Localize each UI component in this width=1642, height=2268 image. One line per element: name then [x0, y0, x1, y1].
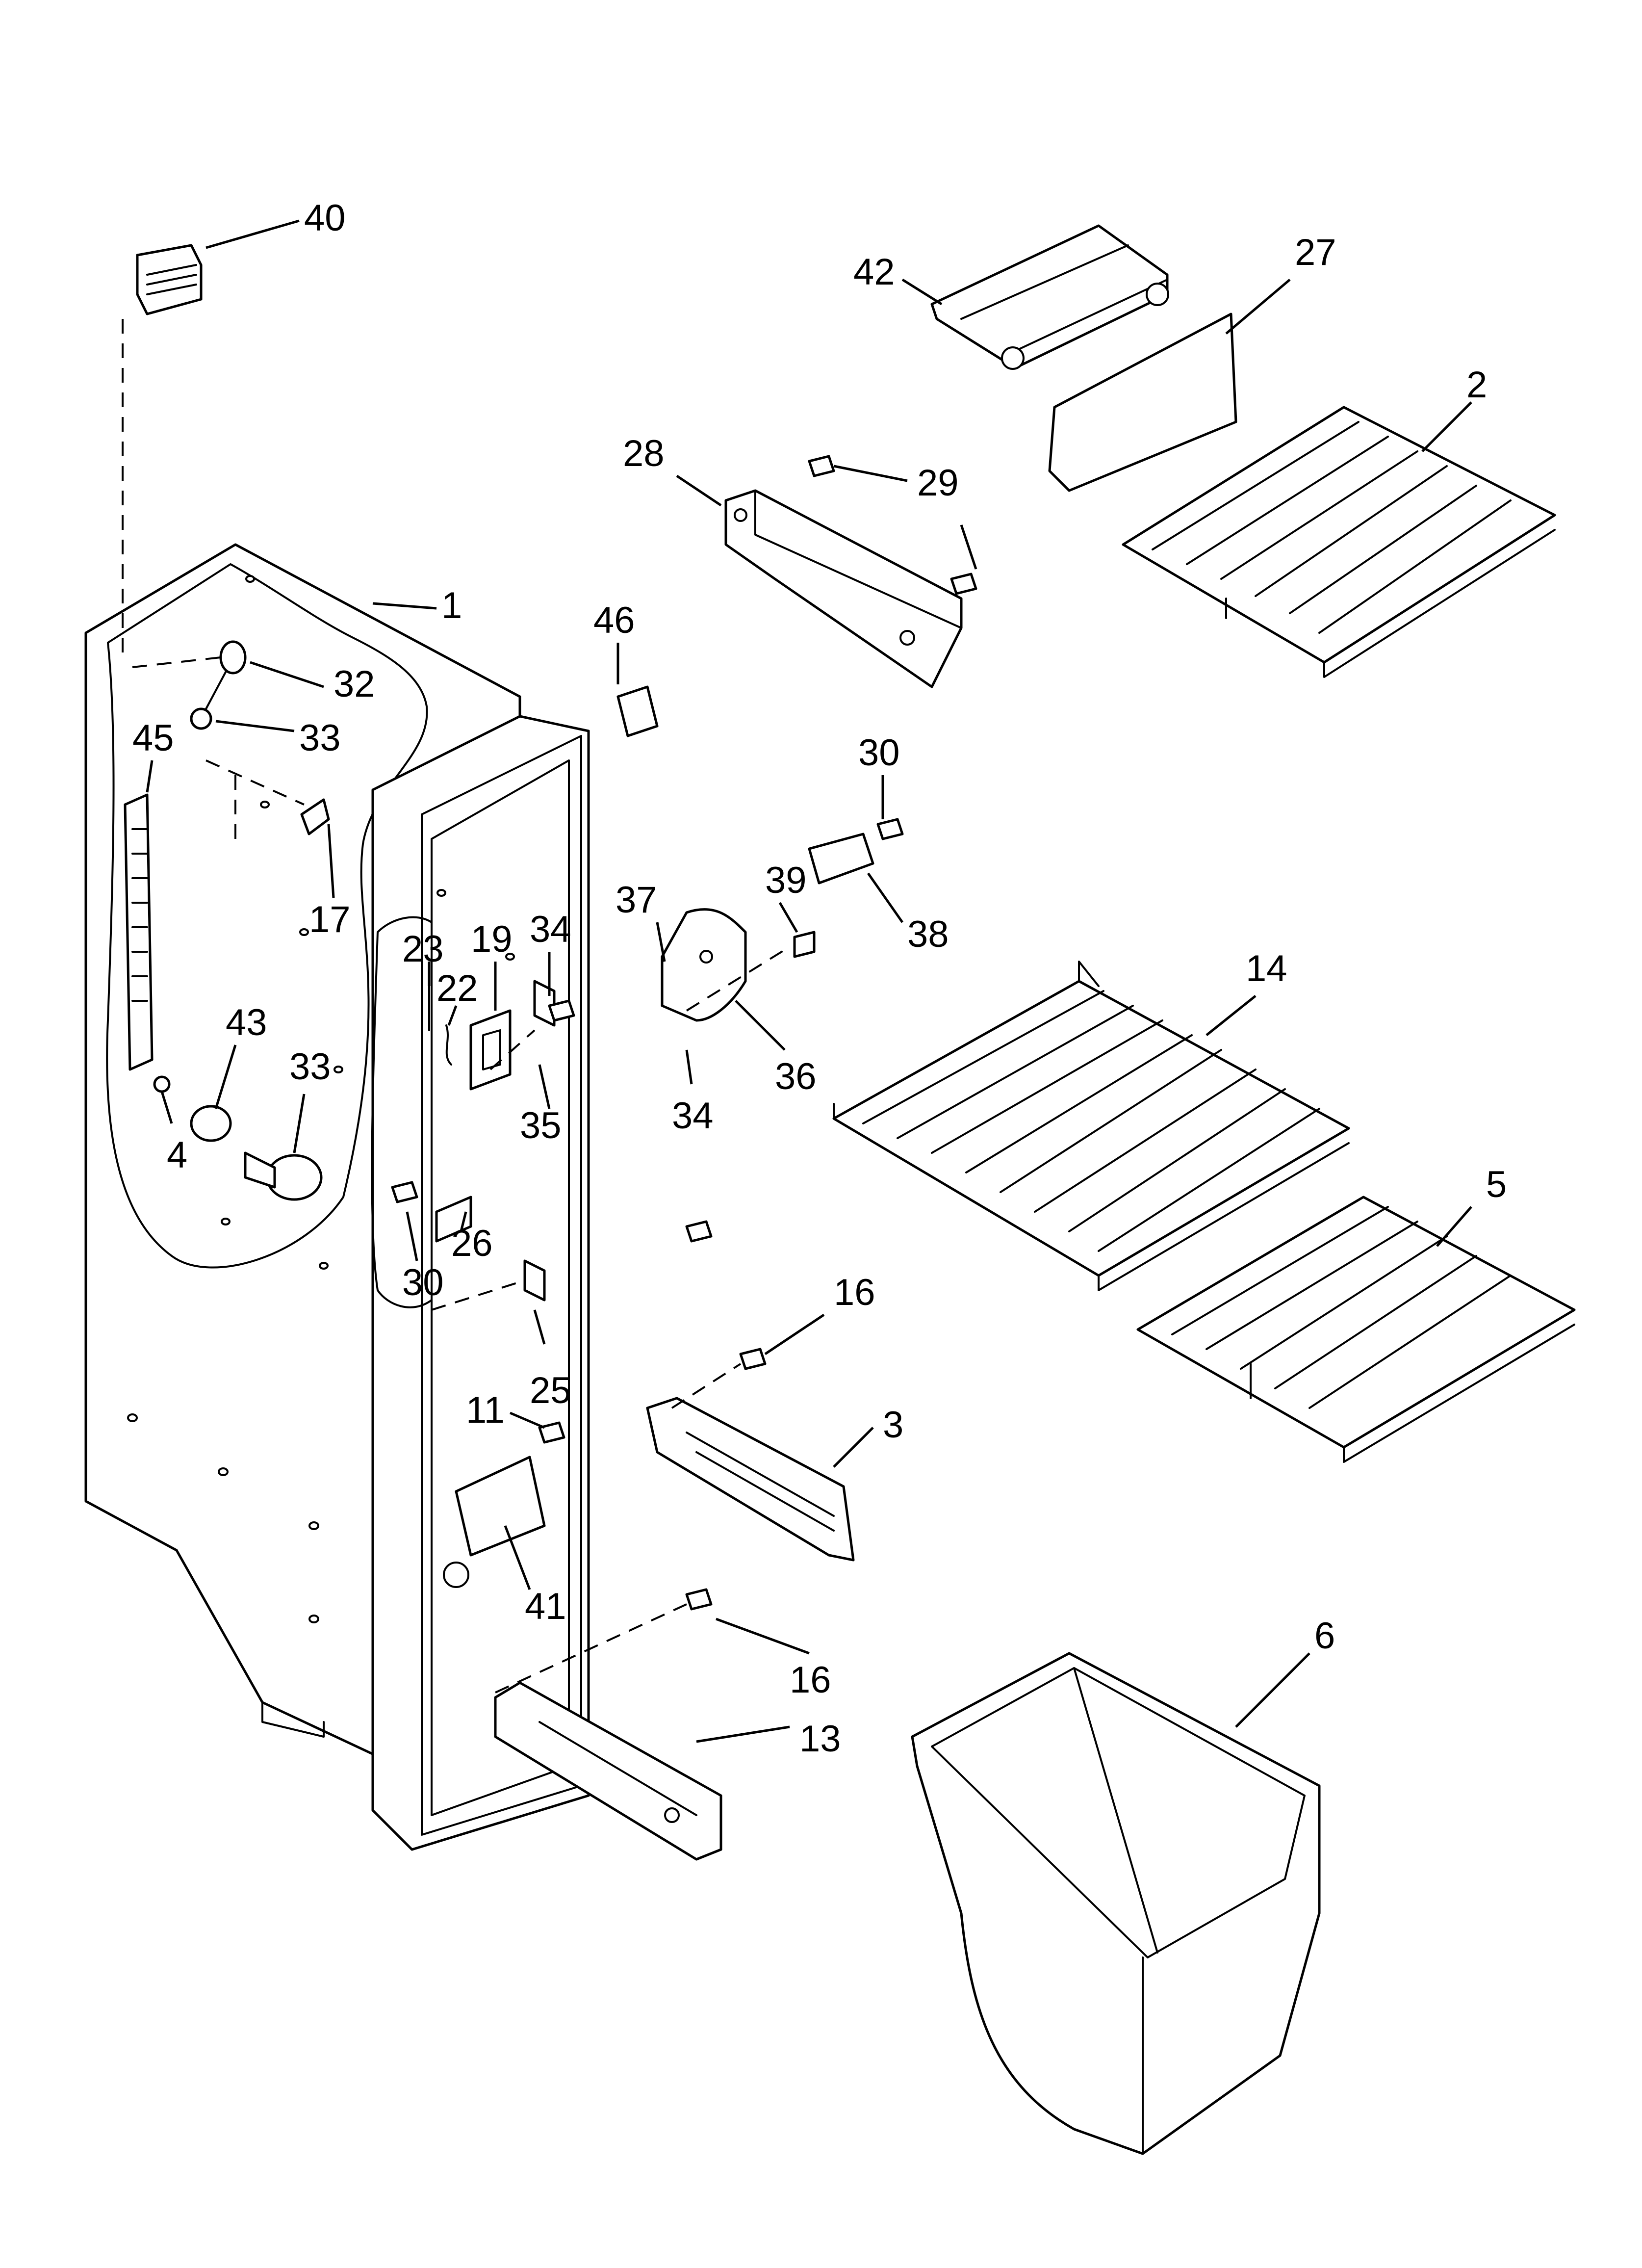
part-43-light-socket [153, 1075, 323, 1201]
callout-14: 14 [1246, 948, 1287, 990]
callout-3: 3 [883, 1404, 903, 1446]
callout-36: 36 [775, 1056, 817, 1097]
callout-42: 42 [853, 251, 895, 293]
callout-35: 35 [520, 1105, 562, 1147]
callout-38: 38 [907, 913, 949, 955]
callout-19: 19 [471, 918, 513, 960]
part-13-bracket [494, 1681, 722, 1861]
callout-37: 37 [616, 879, 657, 921]
part-32-socket [190, 640, 247, 730]
callout-2: 2 [1466, 364, 1487, 406]
callout-43: 43 [226, 1002, 267, 1043]
part-40-vent [136, 244, 203, 315]
screws [391, 455, 977, 1611]
part-14-shelf [832, 961, 1350, 1291]
callout-34-lower: 34 [672, 1095, 714, 1137]
callout-labels: 40 42 27 2 28 29 1 46 32 33 45 30 17 19 … [132, 197, 1507, 1760]
callout-17: 17 [309, 899, 351, 940]
callout-13: 13 [799, 1718, 841, 1760]
callout-34-upper: 34 [530, 909, 571, 950]
callout-6: 6 [1314, 1615, 1335, 1657]
callout-16-lower: 16 [790, 1659, 831, 1701]
callout-33-lower: 33 [289, 1046, 331, 1088]
part-17-clip [300, 798, 330, 835]
callout-4: 4 [167, 1134, 187, 1176]
part-5-shelf [1136, 1196, 1576, 1463]
callout-26: 26 [451, 1223, 493, 1264]
callout-41: 41 [525, 1586, 566, 1627]
control-parts [428, 980, 556, 1588]
callout-23: 23 [402, 928, 444, 970]
callout-25: 25 [530, 1370, 571, 1411]
part-42-hinge [930, 224, 1169, 370]
callout-46: 46 [593, 600, 635, 641]
callout-27: 27 [1295, 232, 1336, 273]
part-2-shelf [1122, 406, 1556, 678]
callout-33-upper: 33 [299, 717, 341, 759]
leader-arrows [146, 219, 1472, 1743]
callout-30-upper: 30 [858, 732, 900, 774]
callout-16-upper: 16 [834, 1272, 875, 1313]
callout-1: 1 [441, 585, 462, 626]
callout-28: 28 [623, 433, 665, 474]
part-45-strip [124, 793, 154, 1071]
part-28-housing [724, 489, 963, 688]
callout-22: 22 [436, 967, 478, 1009]
part-27-panel [1048, 313, 1237, 492]
part-46-clip [616, 685, 659, 737]
part-3-bracket [646, 1397, 855, 1562]
callout-5: 5 [1486, 1164, 1507, 1205]
part-6-bin [911, 1652, 1321, 2155]
callout-45: 45 [132, 717, 174, 759]
callout-40: 40 [304, 197, 346, 239]
callout-39: 39 [765, 860, 807, 901]
part-36-plate [661, 833, 874, 1022]
callout-29: 29 [917, 462, 959, 504]
callout-32: 32 [334, 663, 375, 705]
callout-11: 11 [466, 1389, 505, 1431]
callout-30-lower: 30 [402, 1262, 444, 1303]
